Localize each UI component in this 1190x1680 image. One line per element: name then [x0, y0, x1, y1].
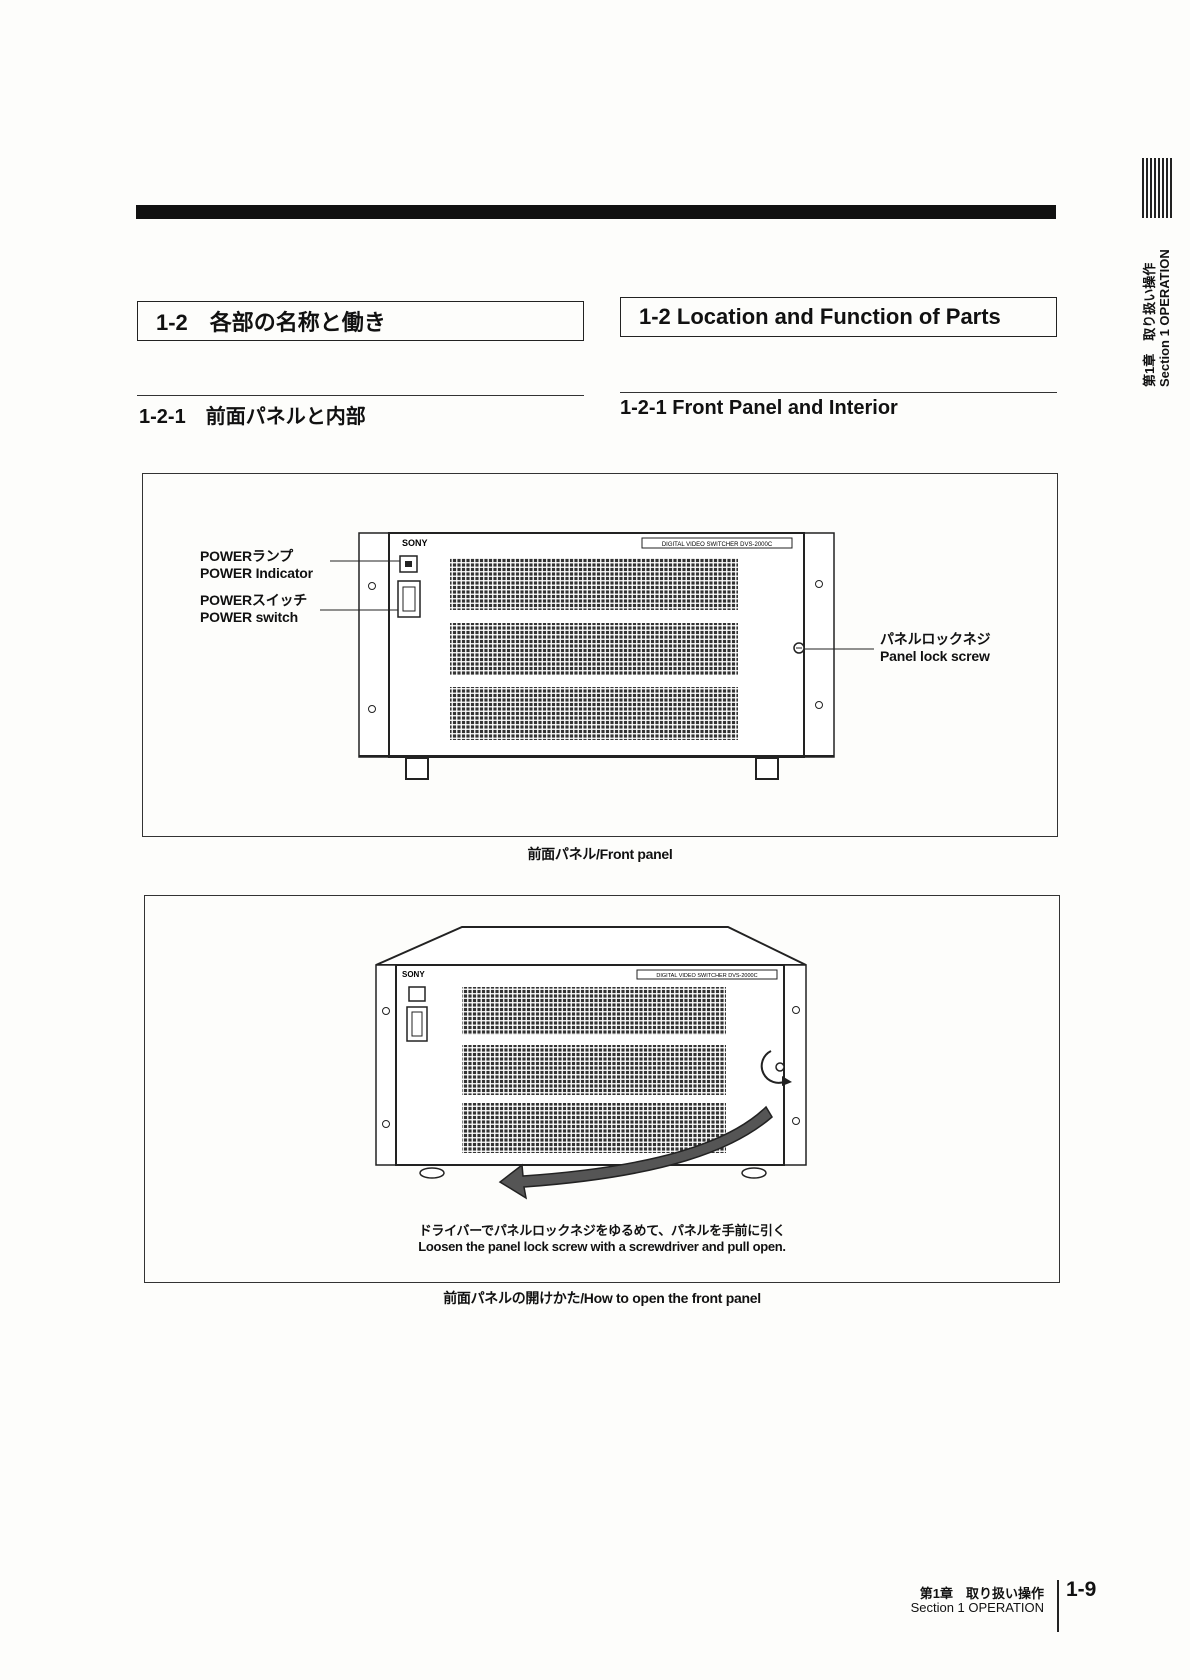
- power-indicator-label-en: POWER Indicator: [200, 565, 313, 581]
- panel-lock-screw-callout: パネルロックネジ Panel lock screw: [880, 631, 991, 665]
- footer-divider: [1057, 1580, 1059, 1632]
- figure-front-panel: [142, 473, 1058, 837]
- power-indicator-callout: POWERランプ POWER Indicator: [200, 548, 313, 582]
- side-tab: 第1章 取り扱い操作 Section 1 OPERATION: [1142, 232, 1172, 387]
- panel-lock-screw-label-ja: パネルロックネジ: [880, 631, 991, 647]
- subsection-rule-ja: [137, 395, 584, 396]
- panel-lock-screw-label-en: Panel lock screw: [880, 648, 990, 664]
- open-lock-screw-icon: [775, 1062, 785, 1072]
- open-instruction-ja: ドライバーでパネルロックネジをゆるめて、パネルを手前に引く: [418, 1223, 786, 1238]
- footer-chapter-ja: 第1章 取り扱い操作: [919, 1586, 1044, 1601]
- figure-open-front-panel-caption: 前面パネルの開けかた/How to open the front panel: [443, 1290, 761, 1306]
- power-indicator-label-ja: POWERランプ: [200, 548, 293, 564]
- front-brand-logo: SONY: [402, 538, 428, 548]
- subsection-title-en: 1-2-1 Front Panel and Interior: [620, 397, 898, 419]
- open-model-label: DIGITAL VIDEO SWITCHER DVS-2000C: [656, 973, 757, 979]
- footer-chapter-en: Section 1 OPERATION: [910, 1600, 1044, 1615]
- open-instruction: ドライバーでパネルロックネジをゆるめて、パネルを手前に引く Loosen the…: [144, 1223, 1060, 1255]
- rotate-arrow-icon: [760, 1050, 787, 1084]
- side-tab-ja: 第1章 取り扱い操作: [1142, 262, 1157, 387]
- front-panel-drawing: SONY DIGITAL VIDEO SWITCHER DVS-2000C: [320, 532, 874, 780]
- thumb-index-marks: [1142, 158, 1172, 218]
- open-instruction-en: Loosen the panel lock screw with a screw…: [418, 1239, 786, 1254]
- power-switch-label-ja: POWERスイッチ: [200, 592, 308, 608]
- subsection-title-ja: 1-2-1 前面パネルと内部: [139, 406, 366, 428]
- open-front-panel-drawing: SONY DIGITAL VIDEO SWITCHER DVS-2000C: [375, 926, 807, 1200]
- figure-front-panel-caption: 前面パネル/Front panel: [527, 846, 673, 862]
- open-brand-logo: SONY: [402, 970, 425, 979]
- power-switch-callout: POWERスイッチ POWER switch: [200, 592, 307, 626]
- section-title-en: 1-2 Location and Function of Parts: [620, 297, 1057, 337]
- pull-open-arrow-icon: [498, 1105, 773, 1200]
- side-tab-en: Section 1 OPERATION: [1157, 249, 1172, 387]
- subsection-rule-en: [620, 392, 1057, 393]
- power-switch-label-en: POWER switch: [200, 609, 298, 625]
- page-number: 1-9: [1066, 1578, 1097, 1601]
- section-title-ja: 1-2 各部の名称と働き: [137, 301, 584, 341]
- figure-open-front-panel: [144, 895, 1060, 1283]
- section-top-rule: [136, 205, 1056, 219]
- front-model-label: DIGITAL VIDEO SWITCHER DVS-2000C: [662, 542, 773, 548]
